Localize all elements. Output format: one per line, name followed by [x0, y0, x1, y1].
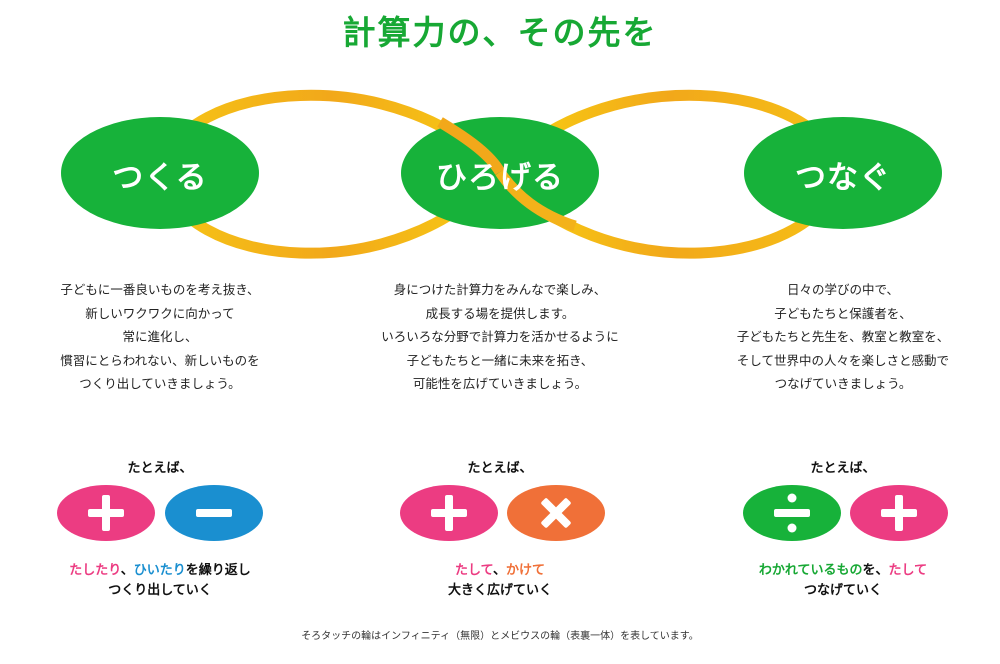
times-icon	[541, 498, 571, 528]
description-line: 子どもたちと一緒に未来を拓き、	[406, 352, 594, 368]
loop-overlap-segment-2	[495, 168, 577, 232]
caption-part: 、	[492, 563, 506, 578]
description-line: 慣習にとらわれない、新しいものを	[60, 352, 260, 368]
operator-divide-green	[743, 485, 841, 541]
caption-part: たして	[455, 563, 493, 578]
description-line: 子どもたちと保護者を、	[774, 305, 912, 321]
description-line: そして世界中の人々を楽しさと感動で	[736, 352, 950, 368]
plus-icon	[88, 495, 124, 531]
page-title: 計算力の、その先を	[342, 13, 658, 52]
example-label: たとえば、	[127, 461, 193, 476]
divide-icon	[774, 493, 810, 533]
caption-tsunagu: わかれているものを、たして つなげていく	[683, 561, 1000, 601]
caption-line-2: つなげていく	[803, 583, 882, 598]
caption-line-1: わかれているものを、たして	[683, 561, 1000, 581]
loop-overlap-segment	[437, 117, 505, 175]
caption-hirogeru: たして、かけて 大きく広げていく	[340, 561, 660, 601]
caption-line-2: 大きく広げていく	[447, 583, 552, 598]
operator-plus-pink	[850, 485, 948, 541]
operator-times-orange	[507, 485, 605, 541]
caption-line-1: たして、かけて	[340, 561, 660, 581]
description-line: 身につけた計算力をみんなで楽しみ、	[393, 282, 607, 297]
description-line: 成長する場を提供します。	[425, 305, 575, 321]
description-line: いろいろな分野で計算力を活かせるように	[381, 329, 619, 344]
caption-line-2: つくり出していく	[108, 583, 212, 598]
description-line: 日々の学びの中で、	[786, 282, 899, 297]
example-label: たとえば、	[810, 461, 876, 476]
example-label: たとえば、	[467, 461, 533, 476]
infinity-loops-diagram	[61, 89, 942, 259]
caption-part: かけて	[505, 563, 545, 578]
caption-part: を繰り返し	[185, 563, 251, 578]
description-line: 可能性を広げていきましょう。	[412, 376, 588, 391]
oval-label-hirogeru: ひろげる	[436, 160, 564, 196]
caption-part: ひいたり	[133, 563, 186, 578]
description-line: 子どもたちと先生を、教室と教室を、	[736, 329, 950, 344]
operator-plus-pink	[400, 485, 498, 541]
description-line: 子どもに一番良いものを考え抜き、	[60, 282, 260, 297]
caption-part: を、	[862, 563, 889, 578]
description-line: 新しいワクワクに向かって	[85, 305, 235, 321]
oval-label-tsukuru: つくる	[112, 160, 208, 196]
caption-part: 、	[120, 563, 134, 578]
description-tsukuru: 子どもに一番良いものを考え抜き、 新しいワクワクに向かって 常に進化し、 慣習に…	[0, 278, 320, 396]
description-line: 常に進化し、	[122, 329, 198, 344]
caption-tsukuru: たしたり、ひいたりを繰り返し つくり出していく	[0, 561, 320, 601]
caption-part: たしたり	[69, 563, 121, 578]
oval-tsukuru	[61, 117, 259, 229]
plus-icon	[431, 495, 467, 531]
caption-line-1: たしたり、ひいたりを繰り返し	[0, 561, 320, 581]
caption-part: わかれているもの	[758, 563, 863, 578]
plus-icon	[881, 495, 917, 531]
description-line: つくり出していきましょう。	[79, 376, 241, 391]
caption-part: たして	[888, 563, 928, 578]
oval-label-tsunagu: つなぐ	[795, 160, 891, 196]
description-tsunagu: 日々の学びの中で、 子どもたちと保護者を、 子どもたちと先生を、教室と教室を、 …	[683, 278, 1000, 396]
description-line: つなげていきましょう。	[774, 376, 912, 391]
operator-minus-blue	[165, 485, 263, 541]
description-hirogeru: 身につけた計算力をみんなで楽しみ、 成長する場を提供します。 いろいろな分野で計…	[340, 278, 660, 396]
minus-icon	[196, 509, 232, 517]
operator-plus-pink	[57, 485, 155, 541]
footer-note: そろタッチの輪はインフィニティ（無限）とメビウスの輪（表裏一体）を表しています。	[301, 631, 699, 642]
oval-tsunagu	[744, 117, 942, 229]
